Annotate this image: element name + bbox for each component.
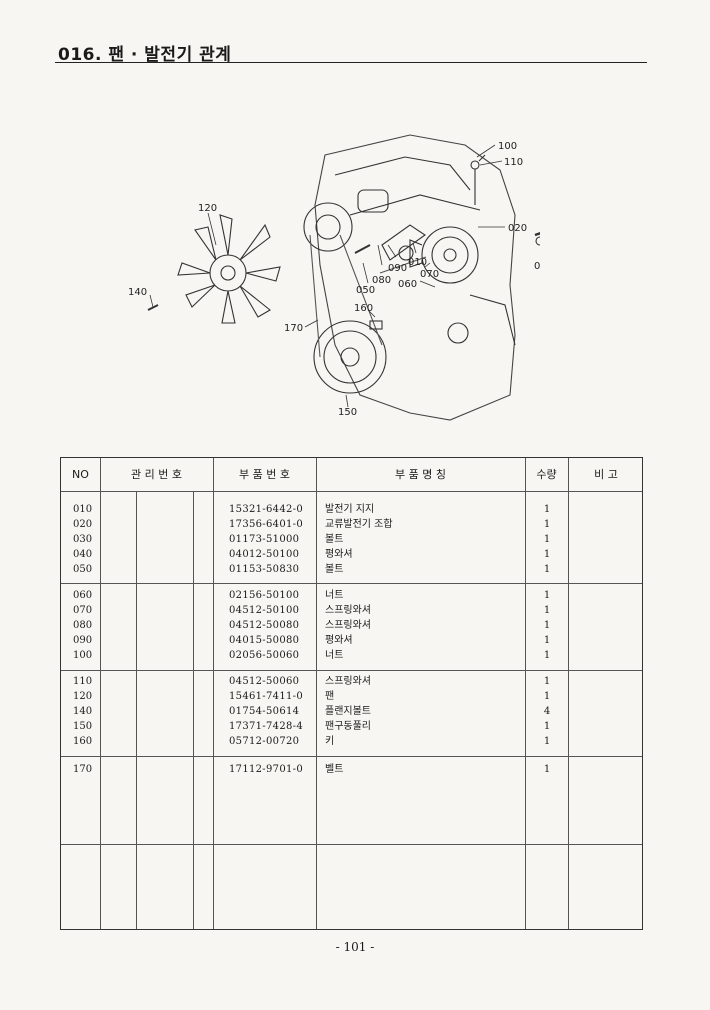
- exploded-diagram: 100 110 120 020 030 040 010 090 080 070 …: [128, 134, 540, 421]
- callout-050: 050: [356, 285, 375, 296]
- callout-100: 100: [498, 141, 517, 152]
- callout-020: 020: [508, 223, 527, 234]
- callout-060: 060: [398, 279, 417, 290]
- callout-120: 120: [198, 203, 217, 214]
- table-row: 080 04512-50080 스프링와셔 1: [73, 620, 551, 631]
- table-row: 050 01153-50830 볼트 1: [73, 564, 551, 575]
- table-row: 140 01754-50614 플랜지볼트 4: [73, 706, 551, 717]
- callout-070: 070: [420, 269, 439, 280]
- table-row: 170 17112-9701-0 벨트 1: [73, 764, 551, 775]
- table-row: 030 01173-51000 볼트 1: [73, 534, 551, 545]
- callout-090: 090: [388, 263, 407, 274]
- callout-170: 170: [284, 323, 303, 334]
- callout-140: 140: [128, 287, 147, 298]
- table-row: 020 17356-6401-0 교류발전기 조합 1: [73, 519, 551, 530]
- callout-150: 150: [338, 407, 357, 418]
- callout-040: 040: [534, 261, 540, 272]
- parts-table: NO 관 리 번 호 부 품 번 호 부 품 명 칭 수량 비 고 010 15…: [60, 457, 643, 930]
- header-part-name: 부 품 명 칭: [395, 468, 446, 481]
- page-title: 016. 팬 · 발전기 관계: [58, 45, 232, 65]
- table-row: 160 05712-00720 키 1: [73, 736, 551, 747]
- page-number: - 101 -: [335, 940, 375, 954]
- header-part-number: 부 품 번 호: [239, 468, 290, 481]
- table-row: 100 02056-50060 너트 1: [73, 650, 551, 661]
- callout-010: 010: [408, 257, 427, 268]
- table-row: 110 04512-50060 스프링와셔 1: [73, 676, 551, 687]
- header-no: NO: [72, 468, 89, 481]
- callout-080: 080: [372, 275, 391, 286]
- table-row: 150 17371-7428-4 팬구동풀리 1: [73, 721, 551, 732]
- header-management: 관 리 번 호: [131, 468, 182, 481]
- table-row: 090 04015-50080 평와셔 1: [73, 635, 551, 646]
- table-row: 010 15321-6442-0 발전기 지지 1: [73, 504, 551, 515]
- table-row: 040 04012-50100 평와셔 1: [73, 549, 551, 560]
- callout-160: 160: [354, 303, 373, 314]
- callout-110: 110: [504, 157, 523, 168]
- header-qty: 수량: [536, 468, 557, 481]
- header-remarks: 비 고: [594, 468, 618, 481]
- table-row: 120 15461-7411-0 팬 1: [73, 691, 551, 702]
- title-rule: [55, 62, 647, 63]
- table-row: 070 04512-50100 스프링와셔 1: [73, 605, 551, 616]
- table-row: 060 02156-50100 너트 1: [73, 590, 551, 601]
